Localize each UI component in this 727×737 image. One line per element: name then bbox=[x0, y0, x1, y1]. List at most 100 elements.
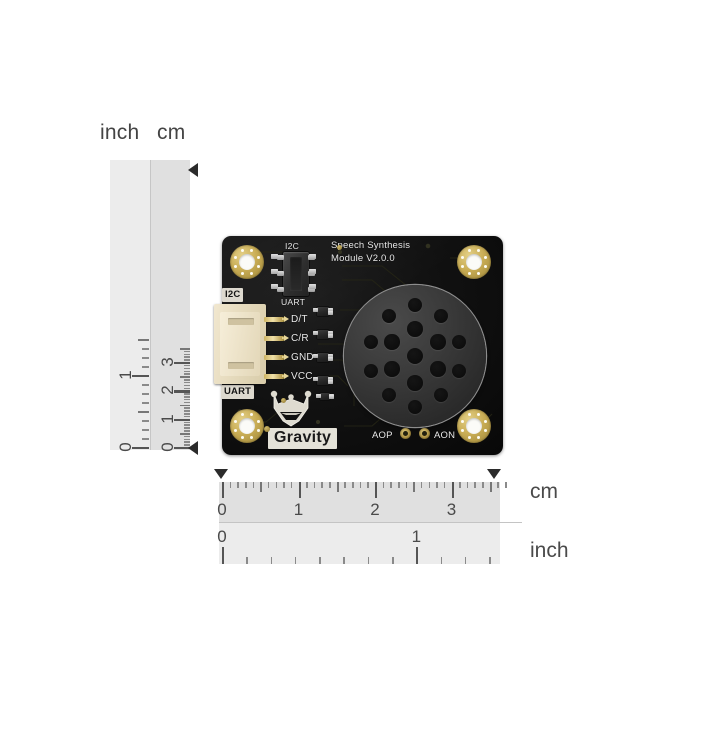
speaker-hole bbox=[363, 363, 379, 379]
horizontal-cm-tick bbox=[344, 482, 346, 488]
mounting-hole-dot bbox=[240, 412, 244, 417]
vertical-inch-number: 1 bbox=[116, 370, 135, 380]
vertical-inch-tick bbox=[142, 420, 149, 422]
horizontal-inch-tick bbox=[222, 547, 225, 564]
smd-pad bbox=[313, 354, 318, 358]
horizontal-ruler-inch-band bbox=[219, 523, 500, 564]
pin-label-vcc: VCC bbox=[291, 371, 313, 382]
vertical-cm-tick bbox=[184, 393, 190, 395]
horizontal-cm-tick bbox=[459, 482, 461, 488]
mounting-hole-dot bbox=[233, 265, 238, 269]
speaker-hole bbox=[407, 321, 423, 337]
mounting-hole-dot bbox=[250, 412, 254, 417]
vertical-ruler-inch-band bbox=[110, 160, 150, 450]
horizontal-inch-tick bbox=[246, 557, 248, 564]
vertical-cm-tick bbox=[184, 413, 190, 415]
board-title-line1: Speech Synthesis bbox=[331, 240, 411, 251]
vertical-cm-tick bbox=[184, 373, 190, 375]
horizontal-cm-tick bbox=[397, 482, 400, 488]
mounting-hole-top-right bbox=[457, 245, 491, 279]
vertical-cm-tick bbox=[184, 359, 190, 361]
smd-pad bbox=[328, 311, 333, 315]
horizontal-cm-tick bbox=[306, 482, 308, 488]
connector-label-i2c: I2C bbox=[222, 288, 244, 302]
pin-label-gnd: GND bbox=[291, 352, 314, 363]
mounting-hole-dot bbox=[240, 248, 244, 253]
jst-connector-slot bbox=[228, 318, 254, 325]
mounting-hole-dot bbox=[256, 255, 261, 259]
mounting-hole-dot bbox=[483, 265, 488, 269]
speaker-hole bbox=[407, 297, 423, 313]
vertical-cm-tick bbox=[184, 381, 190, 384]
vertical-inch-tick bbox=[142, 357, 149, 359]
switch-label-uart: UART bbox=[281, 297, 306, 307]
switch-solder-pad bbox=[309, 254, 316, 259]
speaker-hole bbox=[381, 308, 397, 324]
test-pad-aon bbox=[419, 428, 430, 439]
horizontal-inch-tick bbox=[367, 557, 370, 564]
horizontal-cm-tick bbox=[443, 482, 446, 488]
via-pad bbox=[281, 398, 286, 403]
mounting-hole-dot bbox=[460, 419, 465, 423]
horizontal-cm-number: 3 bbox=[446, 500, 457, 519]
mounting-hole-dot bbox=[256, 429, 261, 433]
vertical-inch-tick bbox=[142, 384, 149, 386]
horizontal-cm-tick bbox=[237, 482, 239, 488]
horizontal-inch-tick bbox=[319, 557, 321, 564]
smd-component bbox=[317, 353, 329, 362]
horizontal-cm-tick bbox=[359, 482, 362, 488]
speaker-hole bbox=[363, 334, 379, 350]
mounting-hole-dot bbox=[250, 435, 254, 440]
speaker-hole bbox=[433, 308, 449, 324]
horizontal-cm-tick bbox=[275, 482, 278, 488]
vertical-cm-tick bbox=[184, 364, 190, 367]
smd-pad bbox=[328, 377, 333, 381]
vertical-cm-number: 2 bbox=[158, 385, 177, 396]
smd-pad bbox=[313, 308, 318, 312]
vertical-cm-tick bbox=[184, 435, 190, 438]
switch-solder-pad bbox=[309, 269, 316, 274]
dip-switch-pin bbox=[277, 255, 284, 260]
switch-solder-pad bbox=[271, 254, 278, 259]
vertical-cm-tick bbox=[184, 427, 190, 429]
dip-switch-lever[interactable] bbox=[290, 257, 302, 291]
mounting-hole-dot bbox=[460, 265, 465, 269]
smd-pad bbox=[328, 331, 333, 335]
mounting-hole-dot bbox=[467, 435, 471, 440]
smd-pad bbox=[328, 354, 333, 358]
horizontal-ruler-cm-label: cm bbox=[530, 480, 558, 503]
vertical-inch-tick bbox=[132, 375, 149, 378]
vertical-inch-tick bbox=[142, 393, 149, 395]
vertical-cm-tick bbox=[184, 407, 190, 409]
horizontal-cm-number: 0 bbox=[217, 500, 227, 519]
vertical-inch-tick bbox=[142, 429, 149, 431]
speaker-hole bbox=[433, 387, 449, 403]
horizontal-inch-tick bbox=[464, 557, 467, 564]
smd-pad bbox=[313, 377, 318, 381]
speaker-hole bbox=[381, 387, 397, 403]
dip-switch-pin bbox=[277, 271, 284, 276]
vertical-ruler-cm-band bbox=[151, 160, 190, 450]
mounting-hole-dot bbox=[483, 255, 488, 259]
mounting-hole-dot bbox=[483, 429, 488, 433]
vertical-cm-tick bbox=[184, 396, 190, 398]
speaker-hole bbox=[407, 375, 423, 391]
speaker-hole bbox=[384, 334, 400, 350]
speaker-hole bbox=[430, 334, 446, 350]
mounting-hole-dot bbox=[240, 435, 244, 440]
horizontal-inch-number: 1 bbox=[411, 527, 422, 546]
pin-label-dt: D/T bbox=[291, 314, 308, 325]
vertical-inch-tick bbox=[142, 366, 149, 368]
horizontal-cm-tick bbox=[329, 482, 331, 488]
horizontal-cm-tick bbox=[244, 482, 247, 488]
smd-pad bbox=[316, 394, 321, 398]
horizontal-cm-tick bbox=[420, 482, 423, 488]
interface-mode-dip-switch[interactable] bbox=[277, 252, 315, 296]
vertical-inch-tick bbox=[138, 339, 149, 341]
vertical-ruler-inch-header: inch bbox=[100, 121, 140, 144]
mounting-hole-dot bbox=[233, 419, 238, 423]
vertical-cm-tick bbox=[184, 421, 190, 424]
mounting-hole-dot bbox=[233, 429, 238, 433]
horizontal-cm-tick bbox=[283, 482, 285, 488]
horizontal-cm-number: 1 bbox=[293, 500, 304, 519]
